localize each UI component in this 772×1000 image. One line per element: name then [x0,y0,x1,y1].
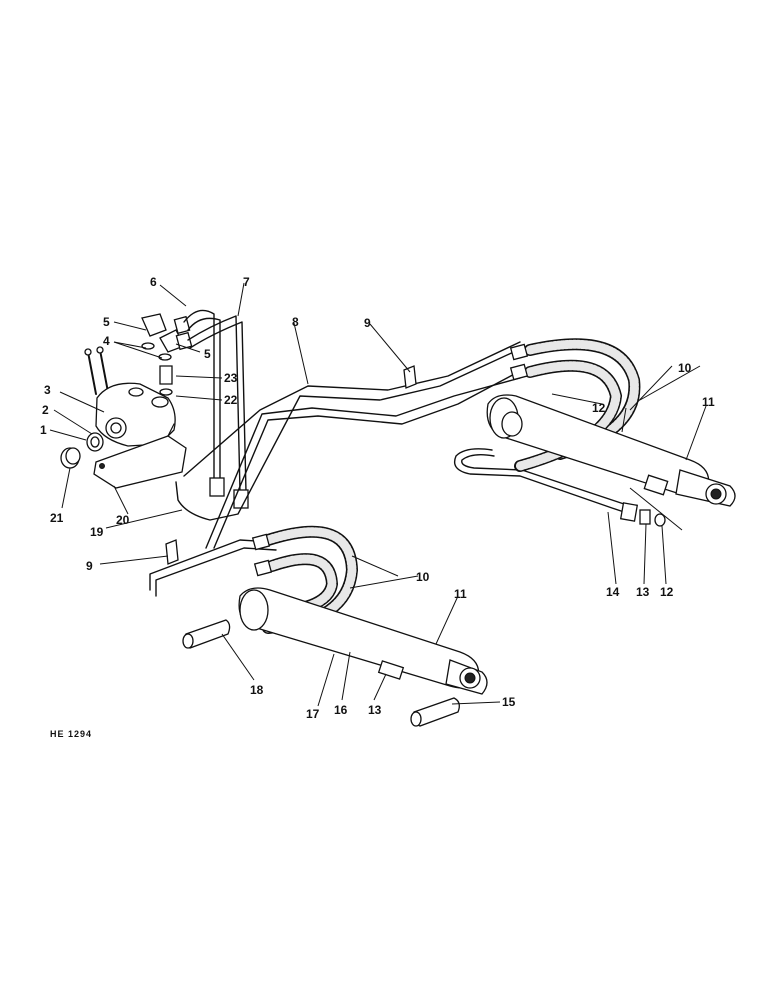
callout-20: 20 [116,513,130,527]
callout-19: 19 [90,525,104,539]
callout-10-b: 10 [416,570,430,584]
callout-4: 4 [103,334,110,348]
callout-21: 21 [50,511,64,525]
callout-3: 3 [44,383,51,397]
callout-9: 9 [364,316,371,330]
callout-14: 14 [606,585,620,599]
callout-12-b: 12 [660,585,674,599]
callout-10: 10 [678,361,692,375]
callout-8: 8 [292,315,299,329]
cylinder-front [238,587,488,695]
callout-numbers: 6 7 8 9 5 4 5 23 22 3 2 1 21 20 19 9 10 … [40,275,715,721]
callout-6: 6 [150,275,157,289]
callout-1: 1 [40,423,47,437]
callout-17: 17 [306,707,320,721]
callout-2: 2 [42,403,49,417]
callout-13: 13 [636,585,650,599]
callout-23: 23 [224,371,238,385]
callout-13-b: 13 [368,703,382,717]
figure-code: HE 1294 [50,729,92,739]
flexible-hoses [251,338,641,634]
callout-5: 5 [103,315,110,329]
control-valve [60,313,193,489]
callout-9-b: 9 [86,559,93,573]
callout-11: 11 [702,395,715,409]
callout-22: 22 [224,393,238,407]
leader-lines [49,282,707,707]
callout-16: 16 [334,703,348,717]
callout-5-b: 5 [204,347,211,361]
callout-11-b: 11 [454,587,467,601]
callout-18: 18 [250,683,264,697]
callout-15: 15 [502,695,516,709]
callout-7: 7 [243,275,250,289]
callout-12: 12 [592,401,606,415]
cylinder-rear [486,394,736,507]
pins-and-clips [165,365,460,727]
rigid-tubes [149,309,666,597]
